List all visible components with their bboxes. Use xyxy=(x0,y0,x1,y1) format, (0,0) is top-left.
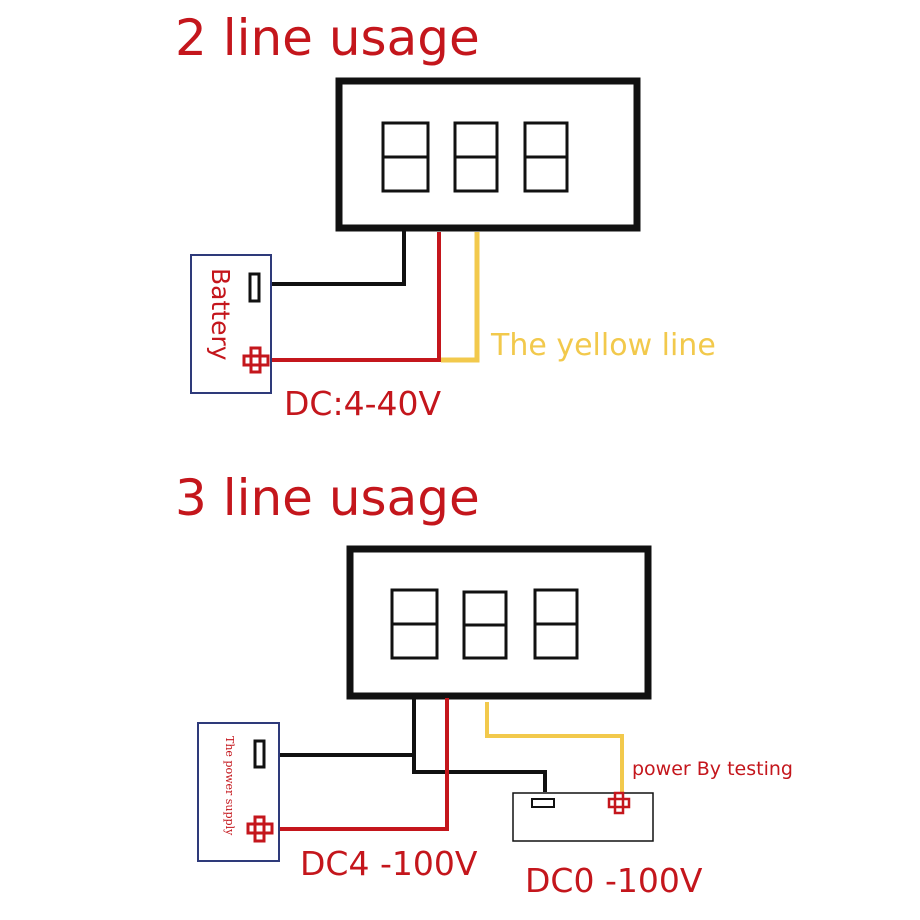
power-supply-negative-terminal xyxy=(253,739,266,769)
section2-title: 3 line usage xyxy=(175,469,480,527)
power-supply-body xyxy=(197,722,280,862)
yellow-line-label: The yellow line xyxy=(490,328,716,363)
voltmeter-1 xyxy=(335,77,641,232)
test-source-negative-terminal xyxy=(531,798,555,808)
power-by-testing-label: power By testing xyxy=(632,758,793,780)
yellow-wire-2 xyxy=(485,702,624,793)
red-wire-1 xyxy=(272,232,441,362)
battery: Battery xyxy=(190,254,272,394)
wires-section2 xyxy=(280,698,624,831)
power-supply-label: The power supply xyxy=(223,736,236,836)
battery-positive-terminal xyxy=(242,346,270,374)
test-source xyxy=(512,791,654,842)
battery-negative-terminal xyxy=(248,272,261,303)
red-wire-2 xyxy=(280,698,449,831)
black-wire-1 xyxy=(272,228,406,286)
voltmeter-2-display xyxy=(390,588,579,660)
power-supply-positive-terminal xyxy=(246,815,274,843)
yellow-wire-1 xyxy=(441,232,480,363)
test-source-positive-terminal xyxy=(607,791,631,815)
voltmeter-2-body xyxy=(346,545,652,700)
voltage-range-label-1: DC:4-40V xyxy=(284,384,441,423)
test-source-body xyxy=(512,792,654,842)
black-wire-supply xyxy=(280,698,416,757)
battery-label: Battery xyxy=(206,268,235,361)
voltmeter-1-body xyxy=(335,77,641,232)
voltmeter-1-display xyxy=(381,121,569,193)
supply-voltage-label: DC4 -100V xyxy=(300,844,478,883)
battery-body xyxy=(190,254,272,394)
wires-section1 xyxy=(272,228,480,363)
test-voltage-label: DC0 -100V xyxy=(525,861,703,900)
power-supply: The power supply xyxy=(197,722,280,862)
voltmeter-2 xyxy=(346,545,652,700)
black-wire-test xyxy=(412,755,547,792)
section1-title: 2 line usage xyxy=(175,9,480,67)
